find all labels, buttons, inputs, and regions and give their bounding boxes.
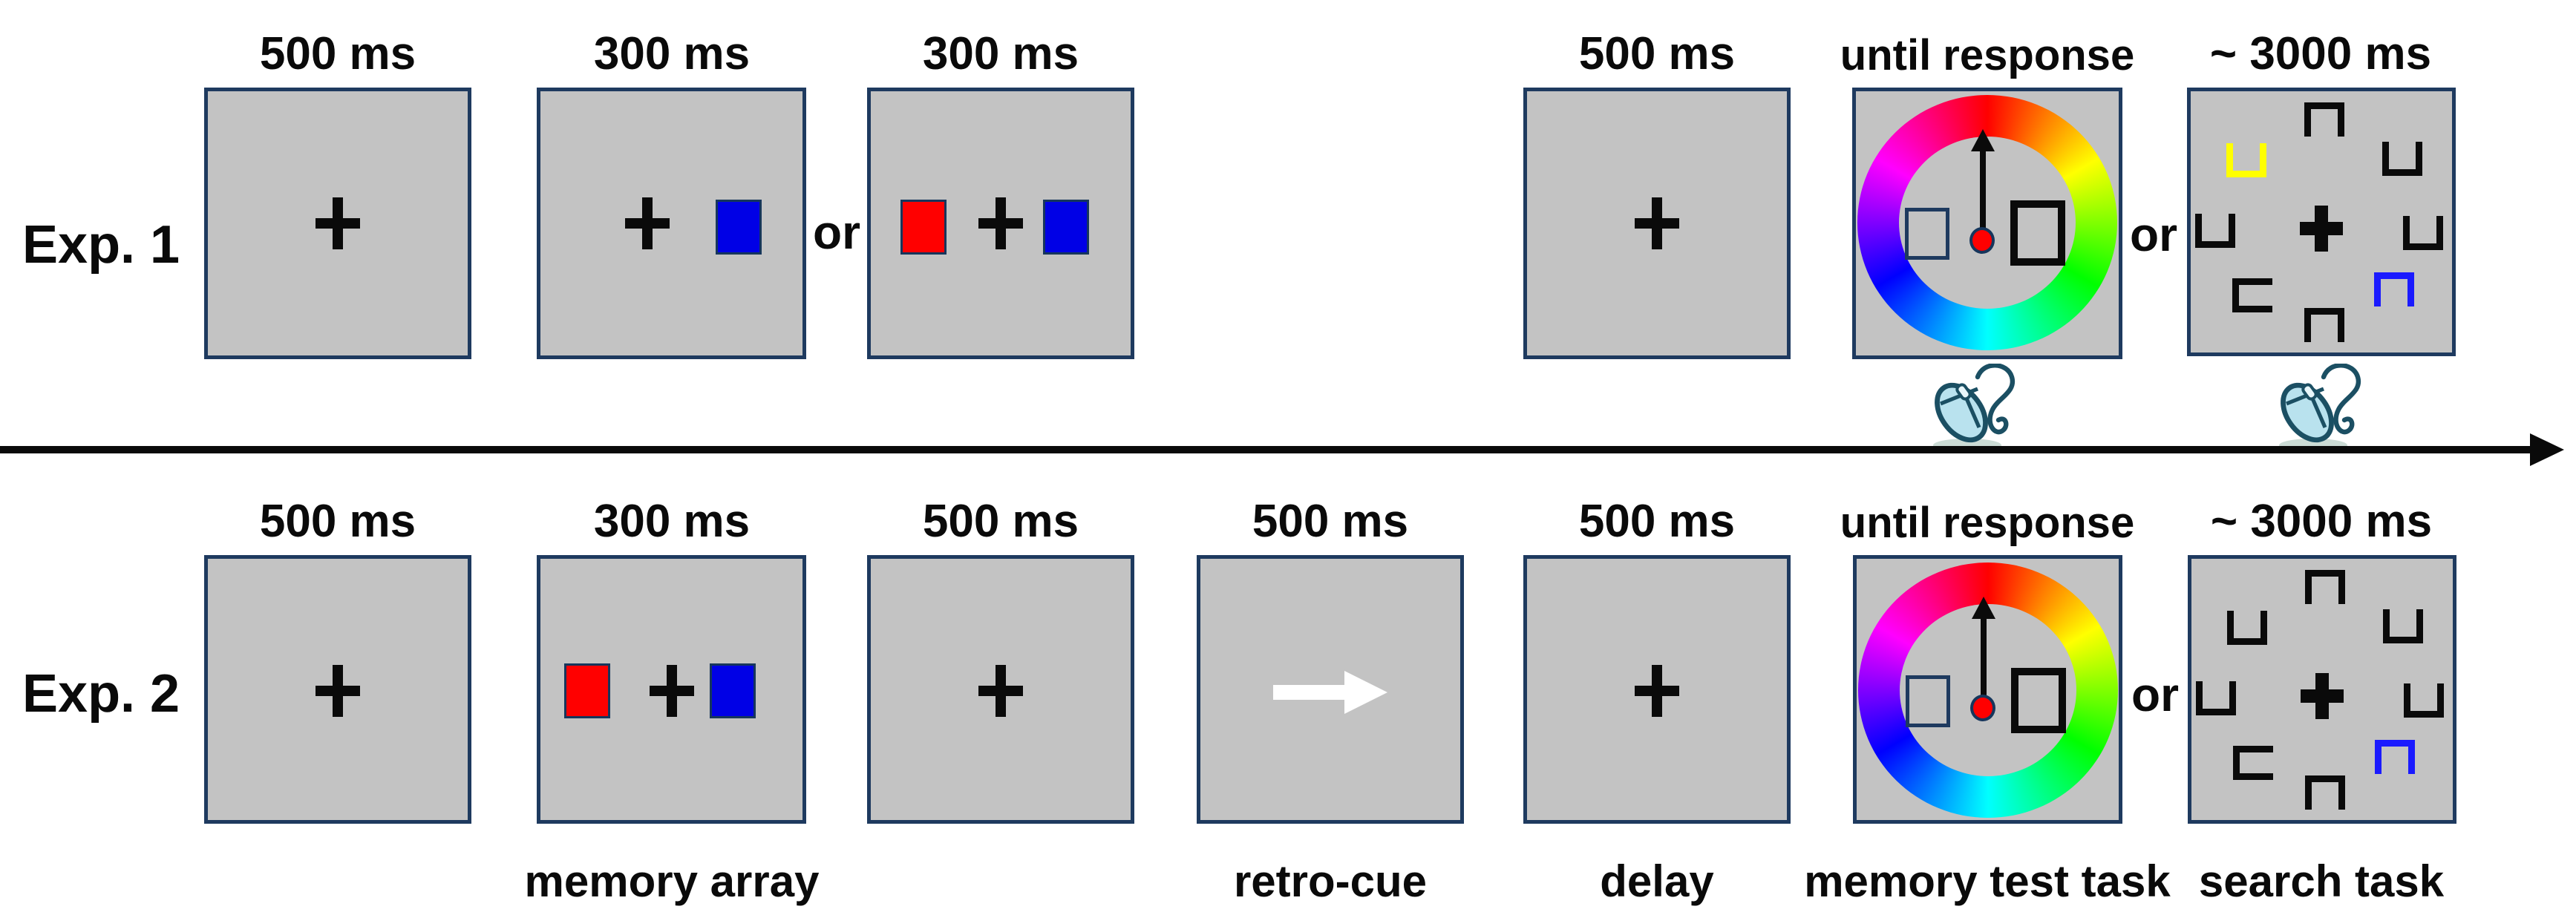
caption-retro-cue: retro-cue (1233, 856, 1428, 906)
exp1-screen-fixation1 (204, 88, 471, 359)
exp1-time-search: ~ 3000 ms (2209, 28, 2432, 79)
mouse-response-icon (1933, 364, 2016, 452)
exp1-screen-memory-test-wheel (1852, 88, 2122, 359)
exp1-or-arrays: or (813, 206, 860, 259)
red-probe-dot-icon (1969, 227, 1995, 254)
exp1-or-tasks: or (2130, 208, 2177, 261)
caption-memory-array: memory array (524, 856, 820, 906)
fixation-cross-icon (316, 197, 360, 249)
search-distractor-icon (2196, 681, 2236, 715)
exp2-time-fixation2: 500 ms (922, 496, 1079, 547)
blue-memory-square (710, 663, 756, 718)
exp1-row-label: Exp. 1 (22, 215, 180, 275)
search-distractor-icon (2304, 308, 2344, 342)
search-distractor-icon (2383, 609, 2423, 643)
fixation-cross-icon (1635, 665, 1679, 717)
exp1-screen-fixation2 (1523, 88, 1791, 359)
color-wheel-center (1900, 604, 2076, 776)
search-distractor-icon (2305, 570, 2345, 604)
probe-bold-square (2010, 200, 2065, 266)
exp1-time-array2: 300 ms (922, 28, 1079, 79)
fixation-cross-icon (316, 665, 360, 717)
fixation-cross-icon (978, 665, 1023, 717)
wheel-pointer-arrow-icon (1972, 597, 1995, 701)
exp2-time-retro-cue: 500 ms (1252, 496, 1409, 547)
fixation-cross-icon (2301, 673, 2344, 719)
exp2-screen-fixation1 (204, 555, 471, 824)
search-blue-target-icon (2375, 740, 2415, 774)
fixation-cross-icon (978, 197, 1023, 249)
exp2-time-fixation1: 500 ms (259, 496, 416, 547)
exp2-or-tasks: or (2131, 668, 2179, 721)
exp1-time-memory-test: until response (1840, 31, 2135, 79)
exp2-screen-retro-cue (1197, 555, 1464, 824)
search-distractor-icon (2232, 278, 2272, 312)
caption-memory-test-task: memory test task (1804, 856, 2171, 906)
exp2-time-memory-test: until response (1840, 499, 2135, 547)
caption-search-task: search task (2198, 856, 2445, 906)
exp2-screen-memory-test-wheel (1853, 555, 2122, 824)
probe-outline-square (1906, 675, 1950, 727)
wheel-pointer-arrow-icon (1971, 129, 1995, 233)
probe-bold-square (2011, 668, 2066, 733)
fixation-cross-icon (650, 665, 694, 717)
exp1-screen-memory-array-one-item (537, 88, 806, 359)
fixation-cross-icon (2300, 206, 2343, 252)
exp1-screen-memory-array-two-items (867, 88, 1134, 359)
fixation-cross-icon (1635, 197, 1679, 249)
search-distractor-icon (2305, 775, 2345, 810)
red-memory-square (900, 200, 947, 255)
exp2-time-memory-array: 300 ms (593, 496, 751, 547)
search-distractor-icon (2382, 142, 2422, 176)
timeline-axis (0, 446, 2533, 453)
timeline-arrowhead-icon (2530, 433, 2564, 466)
search-distractor-icon (2304, 102, 2344, 137)
exp1-time-fixation2: 500 ms (1578, 28, 1736, 79)
exp1-time-fixation1: 500 ms (259, 28, 416, 79)
search-distractor-icon (2403, 216, 2443, 250)
probe-outline-square (1905, 208, 1949, 260)
exp2-time-search: ~ 3000 ms (2210, 496, 2433, 547)
mouse-response-icon (2279, 364, 2361, 452)
retro-cue-arrow-icon (1273, 671, 1387, 714)
search-distractor-icon (2233, 746, 2273, 780)
exp2-time-delay: 500 ms (1578, 496, 1736, 547)
exp1-screen-search-task (2187, 88, 2456, 356)
red-memory-square (564, 663, 610, 718)
exp2-screen-delay (1523, 555, 1791, 824)
blue-memory-square (716, 200, 762, 255)
red-probe-dot-icon (1970, 695, 1995, 721)
exp1-time-array1: 300 ms (593, 28, 751, 79)
exp2-row-label: Exp. 2 (22, 664, 180, 724)
search-distractor-icon (2195, 214, 2235, 248)
caption-delay: delay (1600, 856, 1714, 906)
exp2-screen-fixation2 (867, 555, 1134, 824)
color-wheel-center (1899, 137, 2076, 309)
exp2-screen-memory-array (537, 555, 806, 824)
search-blue-target-icon (2374, 272, 2414, 306)
fixation-cross-icon (625, 197, 670, 249)
exp2-screen-search-task (2188, 555, 2456, 824)
search-yellow-singleton-icon (2226, 143, 2266, 177)
search-distractor-icon (2404, 683, 2444, 718)
blue-memory-square (1043, 200, 1089, 255)
search-distractor-icon (2227, 611, 2267, 645)
